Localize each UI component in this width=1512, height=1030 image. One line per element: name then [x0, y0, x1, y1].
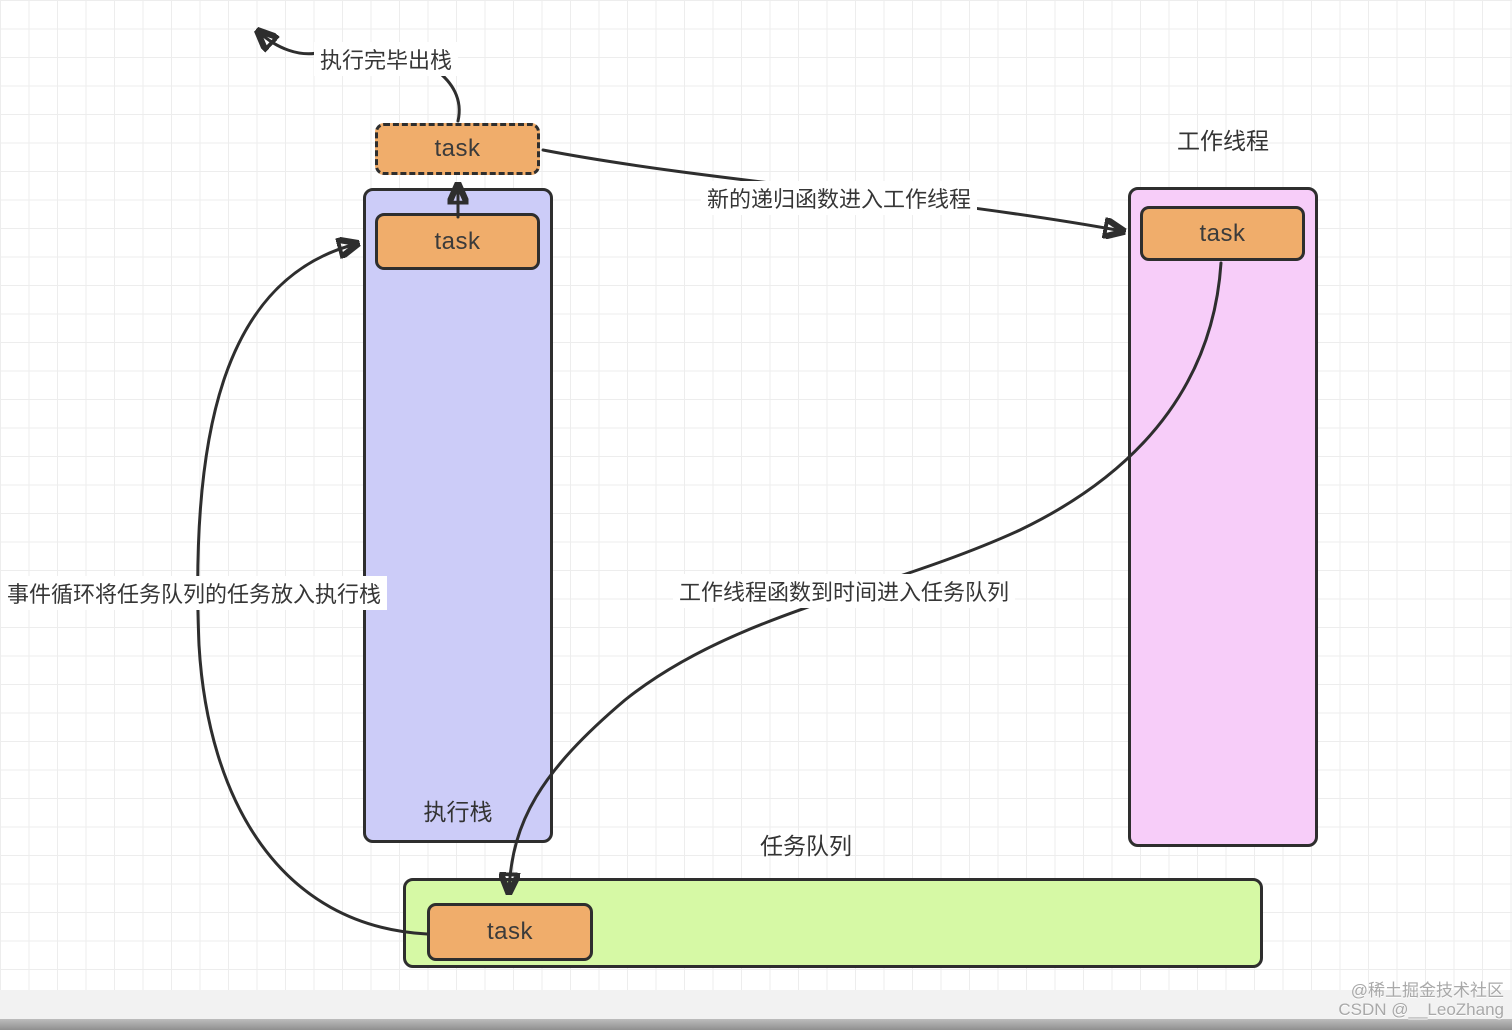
- queue-task-node: task: [427, 903, 593, 961]
- watermark-line1: @稀土掘金技术社区: [1350, 981, 1504, 1000]
- worker-thread-title: 工作线程: [1177, 128, 1269, 154]
- to-queue-annotation: 工作线程函数到时间进入任务队列: [673, 574, 1016, 608]
- to-stack-annotation: 事件循环将任务队列的任务放入执行栈: [1, 576, 388, 610]
- popped-task-node: task: [375, 123, 540, 175]
- bottom-edge-bar: [0, 1019, 1512, 1030]
- pop-annotation: 执行完毕出栈: [314, 42, 459, 76]
- execution-stack-region: [363, 188, 553, 843]
- task-queue-title: 任务队列: [760, 833, 852, 859]
- worker-thread-region: [1128, 187, 1318, 847]
- worker-task-node: task: [1140, 206, 1305, 261]
- footer-strip: [0, 990, 1512, 1020]
- watermark: @稀土掘金技术社区 CSDN @__LeoZhang: [1338, 981, 1504, 1019]
- to-worker-annotation: 新的递归函数进入工作线程: [701, 181, 978, 215]
- execution-stack-title: 执行栈: [423, 799, 493, 825]
- stack-task-node: task: [375, 213, 540, 270]
- watermark-line2: CSDN @__LeoZhang: [1338, 1000, 1504, 1019]
